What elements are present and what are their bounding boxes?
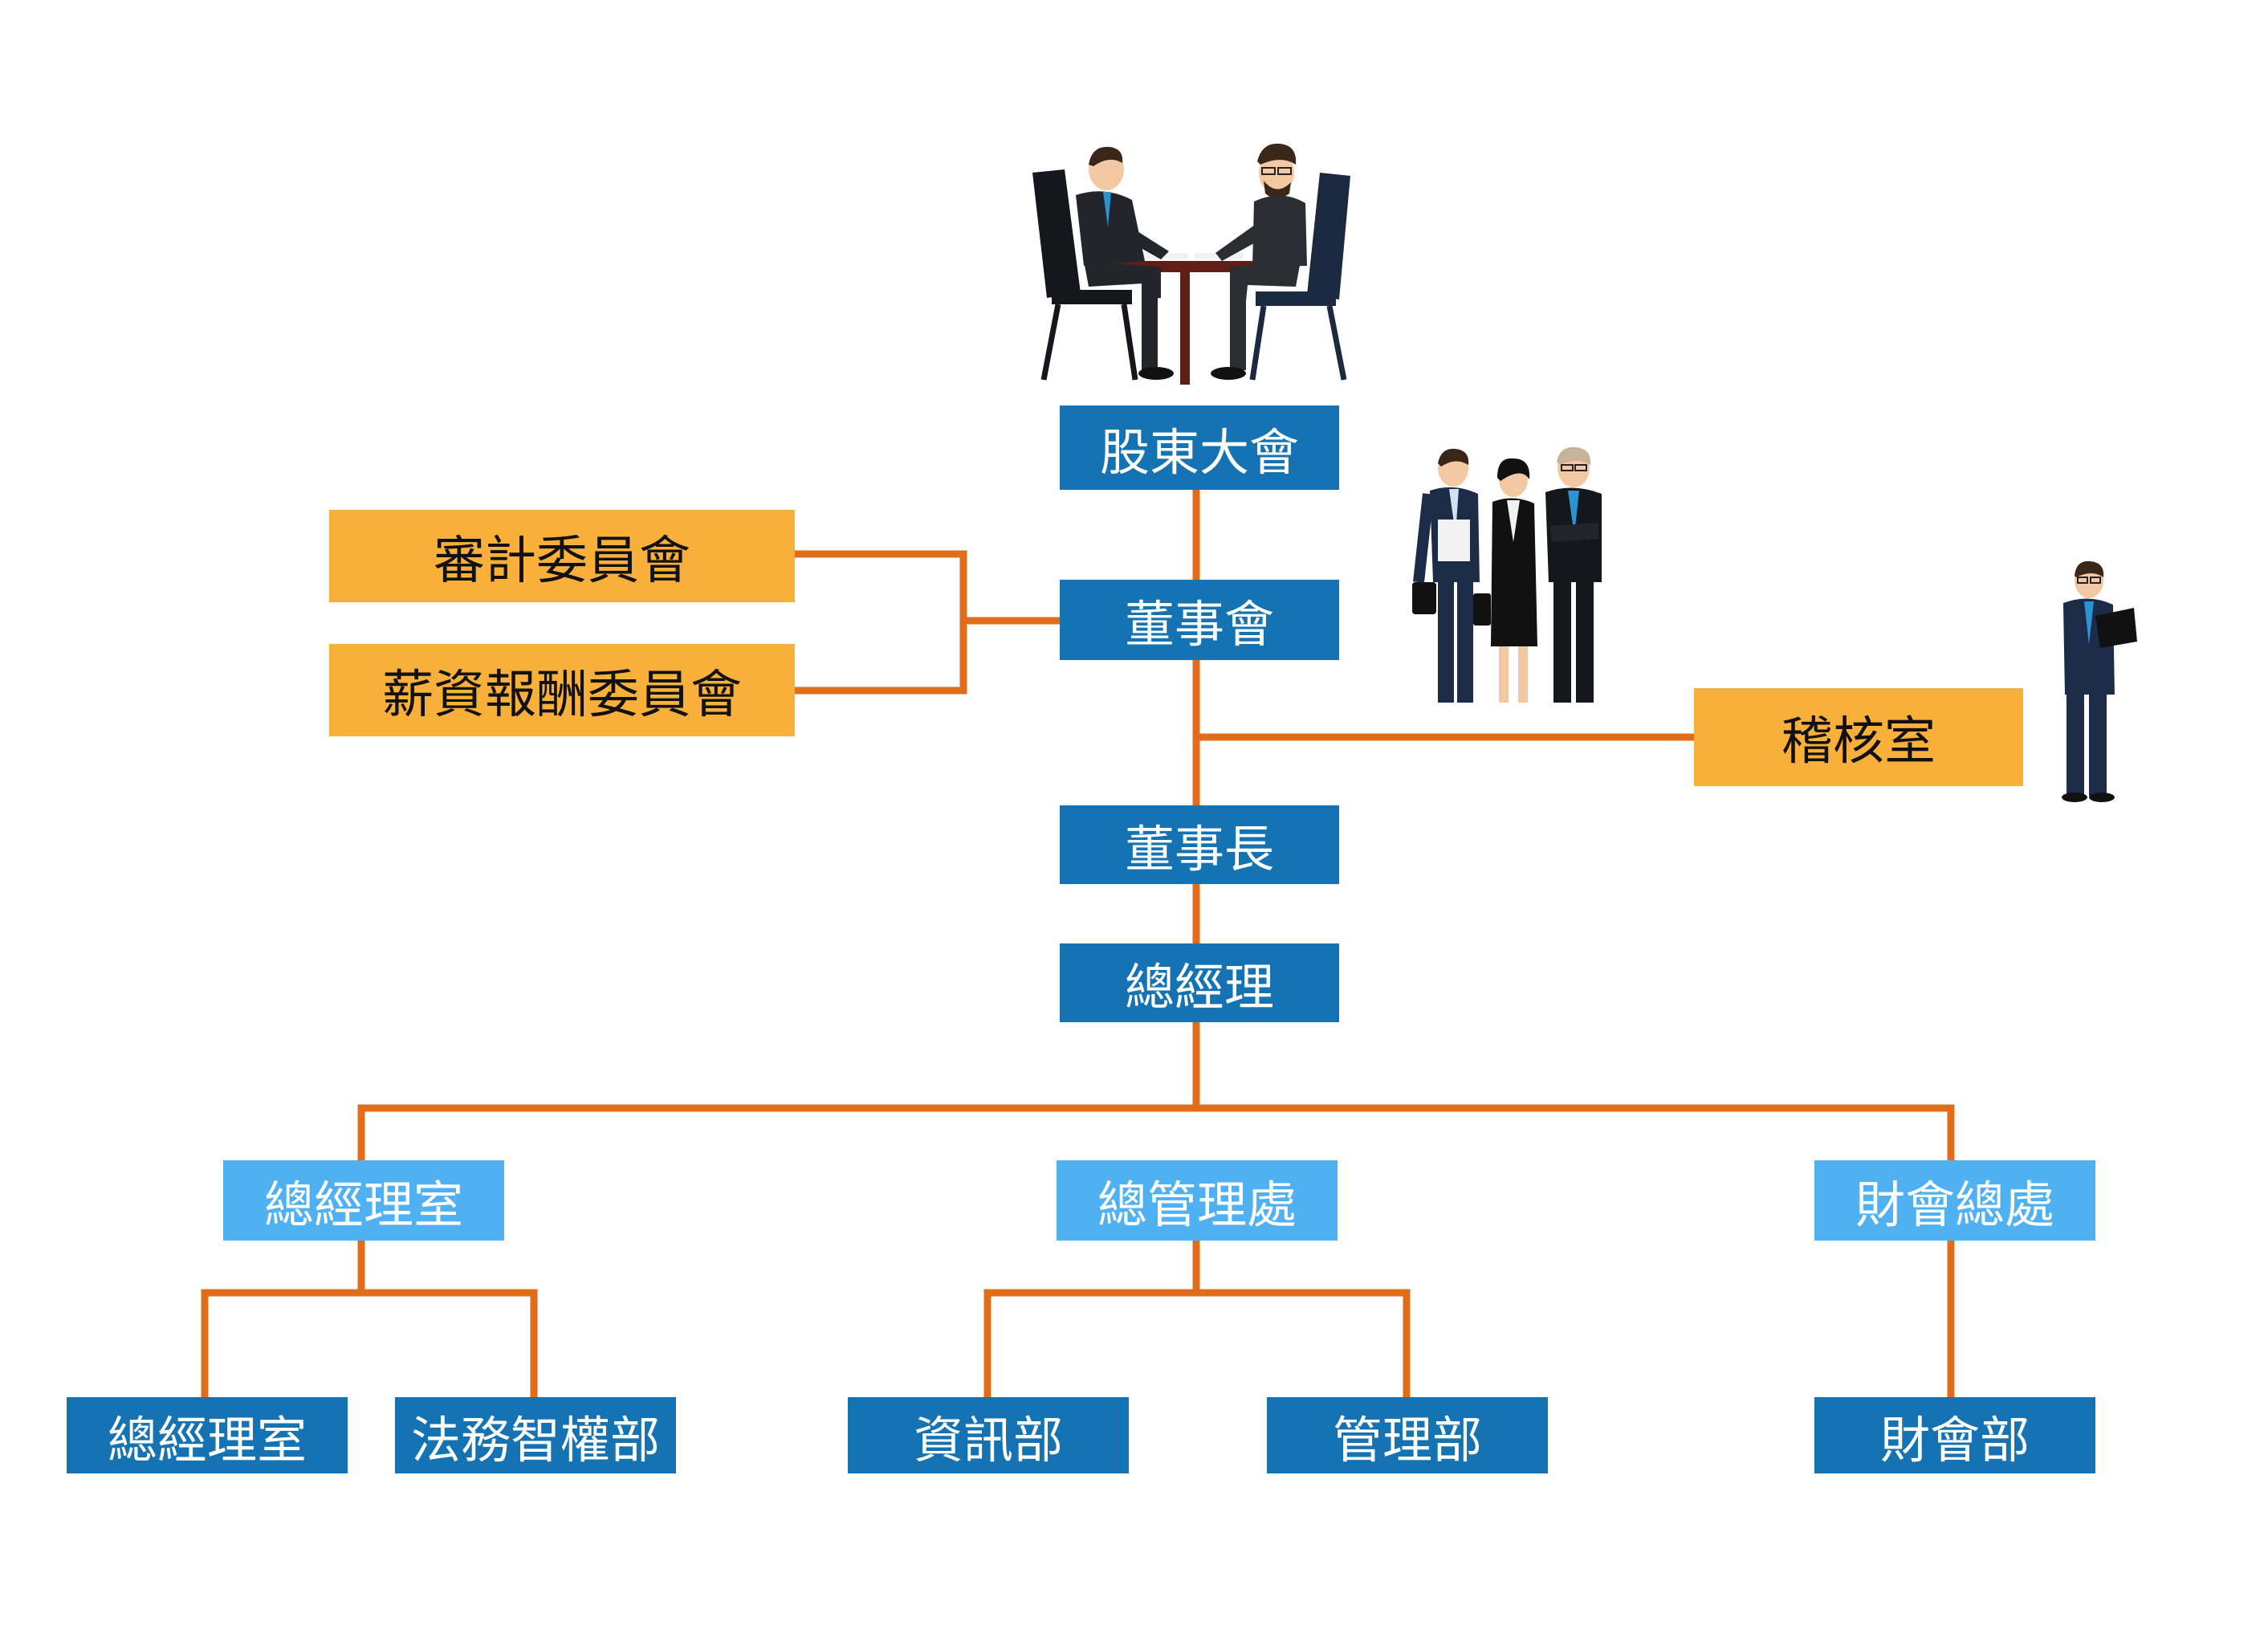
business-team-illustration-icon — [1412, 446, 1602, 703]
node-gm-office-unit: 總經理室 — [67, 1397, 348, 1473]
node-board-of-directors: 董事會 — [1060, 580, 1339, 660]
node-audit-office: 稽核室 — [1694, 688, 2023, 786]
auditor-with-laptop-illustration-icon — [2062, 560, 2137, 802]
node-finance-division: 財會總處 — [1814, 1160, 2095, 1241]
node-finance-unit: 財會部 — [1814, 1397, 2095, 1473]
node-gm-office-division: 總經理室 — [223, 1160, 504, 1241]
committee-bracket-line — [791, 550, 967, 695]
node-legal-ip-unit: 法務智權部 — [395, 1397, 676, 1473]
node-admin-unit: 管理部 — [1267, 1397, 1548, 1473]
node-general-admin-division: 總管理處 — [1057, 1160, 1338, 1241]
node-chairman: 董事長 — [1060, 805, 1339, 884]
meeting-illustration-icon — [1032, 143, 1350, 385]
node-it-unit: 資訊部 — [848, 1397, 1129, 1473]
node-audit-committee: 審計委員會 — [329, 510, 795, 602]
node-shareholders-meeting: 股東大會 — [1060, 405, 1339, 490]
node-general-manager: 總經理 — [1060, 943, 1339, 1022]
node-compensation-committee: 薪資報酬委員會 — [329, 644, 795, 736]
